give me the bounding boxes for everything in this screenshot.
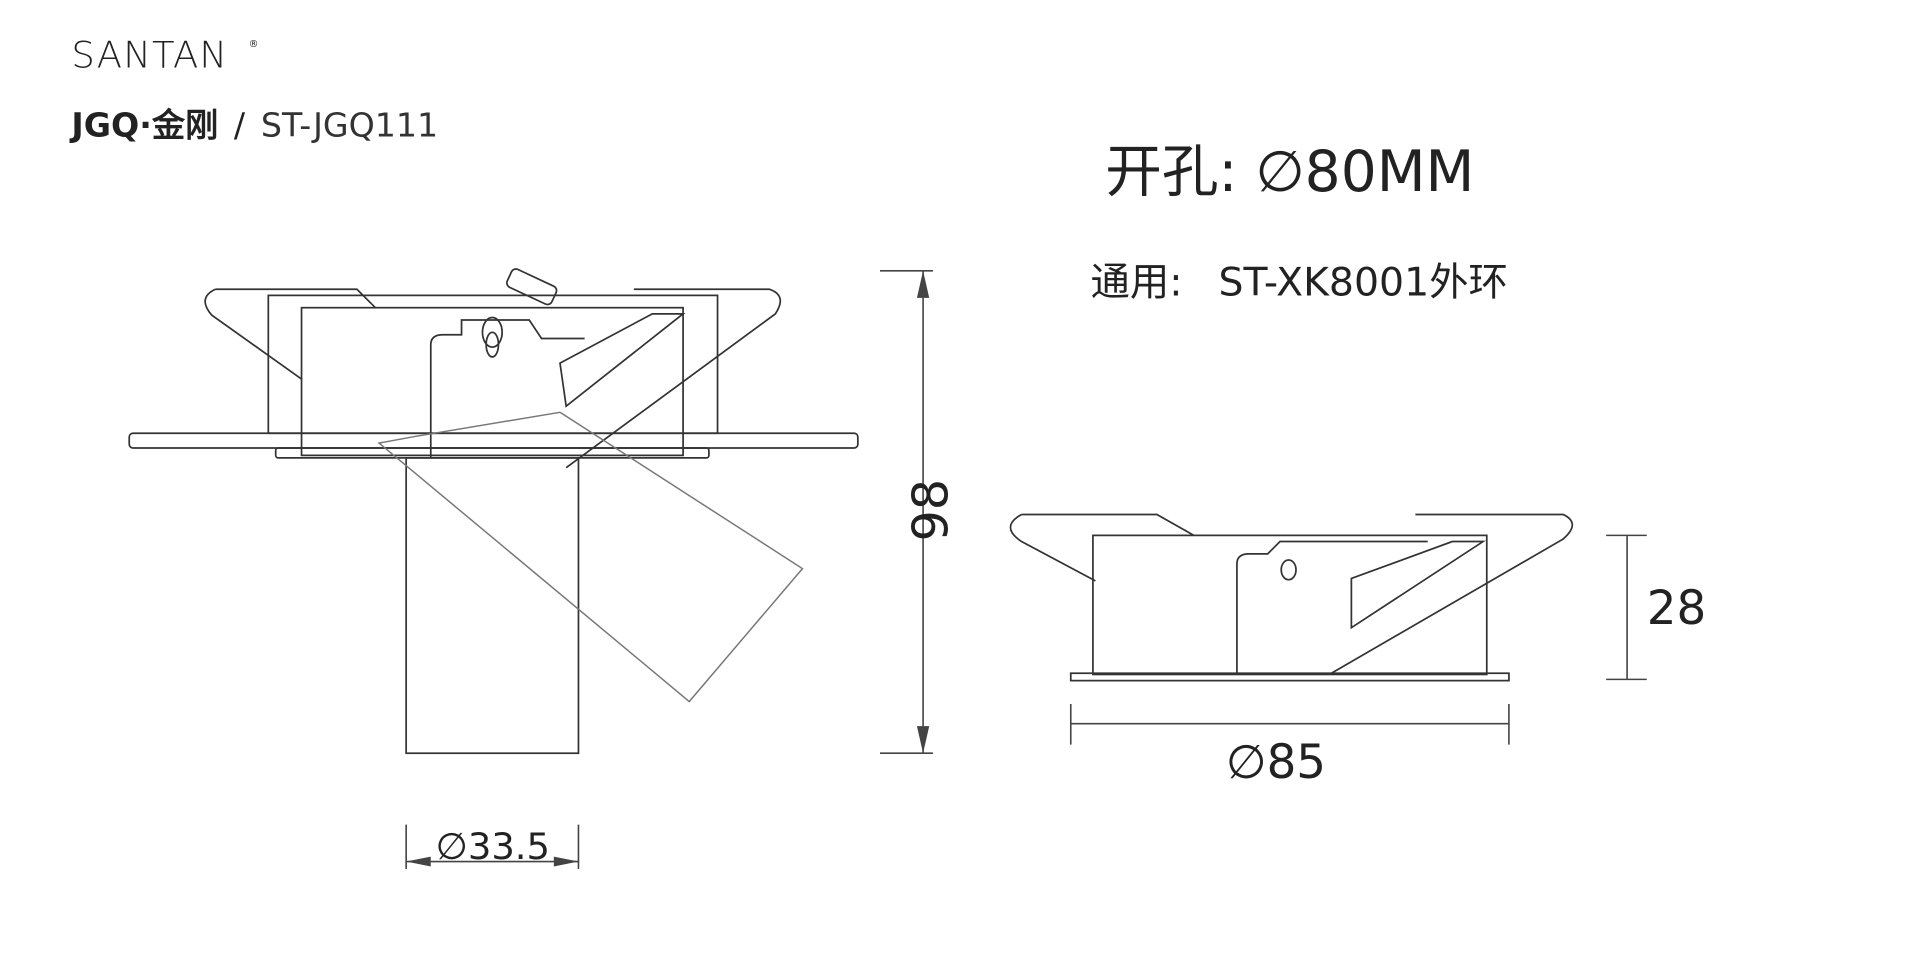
cutout-value: ∅80MM <box>1255 139 1474 205</box>
ring-height-dimension: 28 <box>1606 534 1707 681</box>
model-number: ST-JGQ111 <box>261 106 438 145</box>
fixture-side-view <box>128 268 859 755</box>
ring-height-value: 28 <box>1647 582 1707 636</box>
registered-mark: ® <box>249 39 259 50</box>
ring-diameter-dimension: ∅85 <box>1069 704 1510 790</box>
tube-diameter-value: ∅33.5 <box>436 825 550 868</box>
ring-diameter-value: ∅85 <box>1226 736 1326 790</box>
compat-value: ST-XK8001外环 <box>1218 259 1507 305</box>
compat-label: 通用: <box>1090 259 1182 305</box>
ring-side-view <box>1009 513 1574 682</box>
tube-diameter-dimension: ∅33.5 <box>405 824 580 869</box>
series-logo: JGQ·金刚 <box>69 106 218 145</box>
height-dimension: 98 <box>880 269 960 755</box>
tilt-screw-icon <box>505 268 558 306</box>
svg-text:JGQ·金刚: JGQ·金刚 <box>69 106 218 145</box>
height-value: 98 <box>902 479 960 542</box>
brand-logo: SANTAN <box>71 34 228 77</box>
cutout-label: 开孔: <box>1105 139 1237 205</box>
separator: / <box>234 106 246 145</box>
